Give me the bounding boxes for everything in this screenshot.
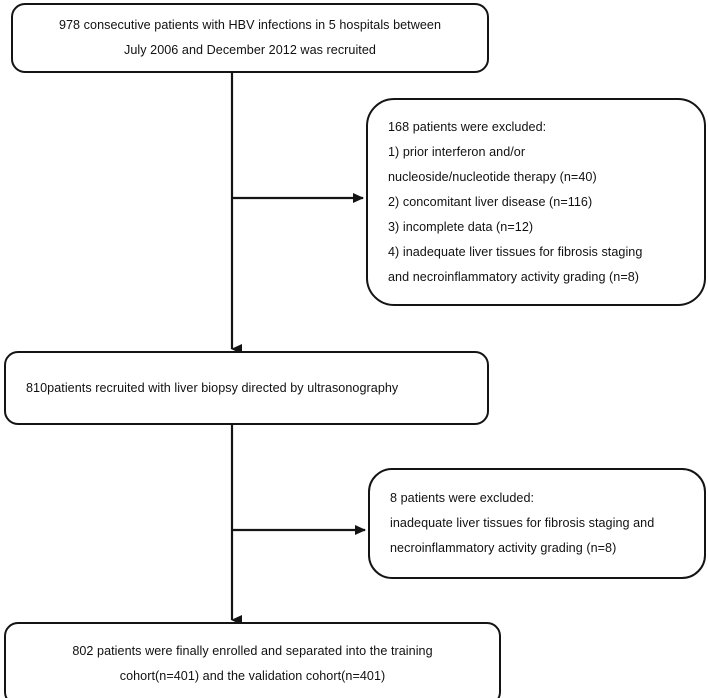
node-biopsy-line-1: 810patients recruited with liver biopsy … — [26, 380, 399, 395]
node-second-exclusion-line-3: necroinflammatory activity grading (n=8) — [390, 541, 617, 555]
node-final-cohort: 802 patients were finally enrolled and s… — [4, 622, 501, 698]
node-first-exclusion-line-6: 4) inadequate liver tissues for fibrosis… — [388, 244, 643, 259]
node-first-exclusion: 168 patients were excluded: 1) prior int… — [366, 98, 706, 306]
node-second-exclusion-line-1: 8 patients were excluded: — [390, 491, 535, 505]
node-second-exclusion: 8 patients were excluded: inadequate liv… — [368, 468, 706, 579]
node-biopsy-cohort: 810patients recruited with liver biopsy … — [4, 351, 489, 425]
node-second-exclusion-line-2: inadequate liver tissues for fibrosis st… — [390, 516, 655, 530]
node-first-exclusion-line-2: 1) prior interferon and/or — [388, 144, 526, 159]
node-recruited-line-1: 978 consecutive patients with HBV infect… — [58, 18, 442, 32]
node-first-exclusion-line-7: and necroinflammatory activity grading (… — [388, 269, 640, 284]
node-final-cohort-line-2: cohort(n=401) and the validation cohort(… — [119, 669, 386, 683]
node-first-exclusion-line-1: 168 patients were excluded: — [388, 119, 547, 134]
node-first-exclusion-line-5: 3) incomplete data (n=12) — [388, 219, 534, 234]
node-final-cohort-line-1: 802 patients were finally enrolled and s… — [72, 644, 433, 658]
node-recruited-line-2: July 2006 and December 2012 was recruite… — [124, 43, 376, 57]
node-first-exclusion-line-3: nucleoside/nucleotide therapy (n=40) — [388, 169, 597, 184]
node-first-exclusion-line-4: 2) concomitant liver disease (n=116) — [388, 194, 593, 209]
node-recruited-cohort: 978 consecutive patients with HBV infect… — [11, 3, 489, 73]
